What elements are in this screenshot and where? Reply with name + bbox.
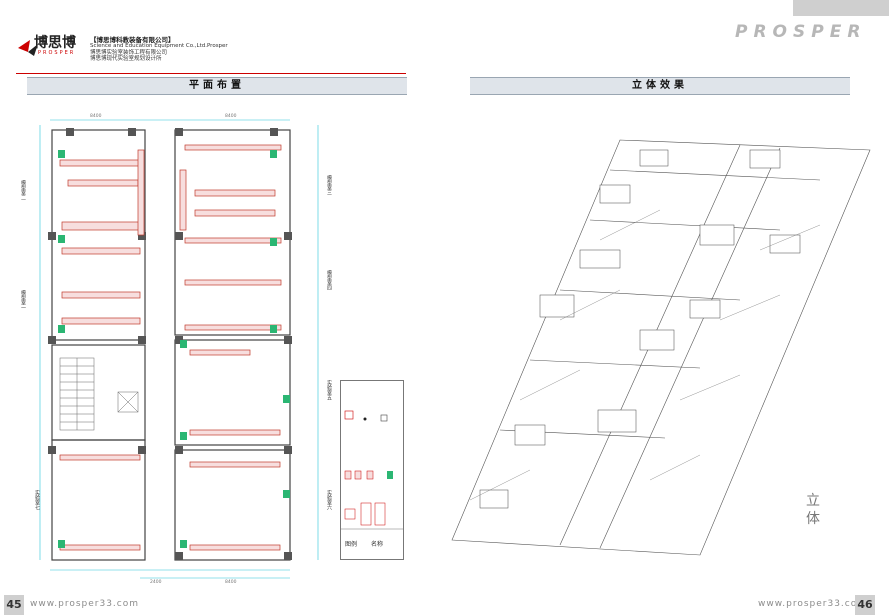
side-label-3: 模型室四 <box>326 270 332 290</box>
svg-text:8400: 8400 <box>90 113 102 119</box>
side-label-5: 实验室六 <box>326 490 332 510</box>
logo-text: 博思博 <box>34 35 76 51</box>
footer-url-left[interactable]: www.prosper33.com <box>30 599 140 609</box>
section-title-right: 立体效果 <box>470 77 850 95</box>
floor-plan-drawing: 8400 8400 2400 8400 <box>39 113 319 585</box>
logo-subtext: PROSPER <box>38 50 76 56</box>
side-label-6: 实验室七 <box>34 490 40 510</box>
legend-header-1: 名称 <box>371 541 384 548</box>
svg-text:8400: 8400 <box>225 579 237 585</box>
brand-line-2: 博思博实验室装饰工程有限公司 <box>90 49 168 56</box>
legend-header-0: 图例 <box>345 541 358 548</box>
brand-line-3: 博思博现代实验室规划设计所 <box>90 56 162 63</box>
side-label-1: 模型室一 <box>20 290 26 310</box>
prosper-wordmark: PROSPER <box>735 22 867 42</box>
footer-left: 45 www.prosper33.com <box>0 595 420 615</box>
top-grey-tab <box>793 0 889 16</box>
legend-box: 图例 名称 <box>340 380 404 560</box>
svg-text:2400: 2400 <box>150 579 162 585</box>
page-number-left: 45 <box>4 595 24 615</box>
isometric-3d-drawing <box>451 139 871 556</box>
logo-mark-icon <box>18 40 38 56</box>
side-label-2: 模型室三 <box>326 175 332 195</box>
footer-url-right[interactable]: www.prosper33.com <box>758 599 868 609</box>
footer-right: www.prosper33.com 46 <box>470 595 889 615</box>
brand-line-0: 【博思博科教装备有限公司】 <box>90 36 175 44</box>
header-rule <box>16 73 406 74</box>
side-label-0: 模型室二 <box>20 180 26 200</box>
legend-symbols <box>341 410 403 530</box>
side-label-4: 实验室五 <box>326 380 332 400</box>
brand-line-1: Science and Education Equipment Co.,Ltd.… <box>90 43 228 50</box>
logo <box>16 30 86 64</box>
brand-info: 【博思博科教装备有限公司】 Science and Education Equi… <box>90 37 228 63</box>
iso-vertical-title: 立体 <box>806 493 820 527</box>
section-title-left: 平面布置 <box>27 77 407 95</box>
page-number-right: 46 <box>855 595 875 615</box>
svg-text:8400: 8400 <box>225 113 237 119</box>
